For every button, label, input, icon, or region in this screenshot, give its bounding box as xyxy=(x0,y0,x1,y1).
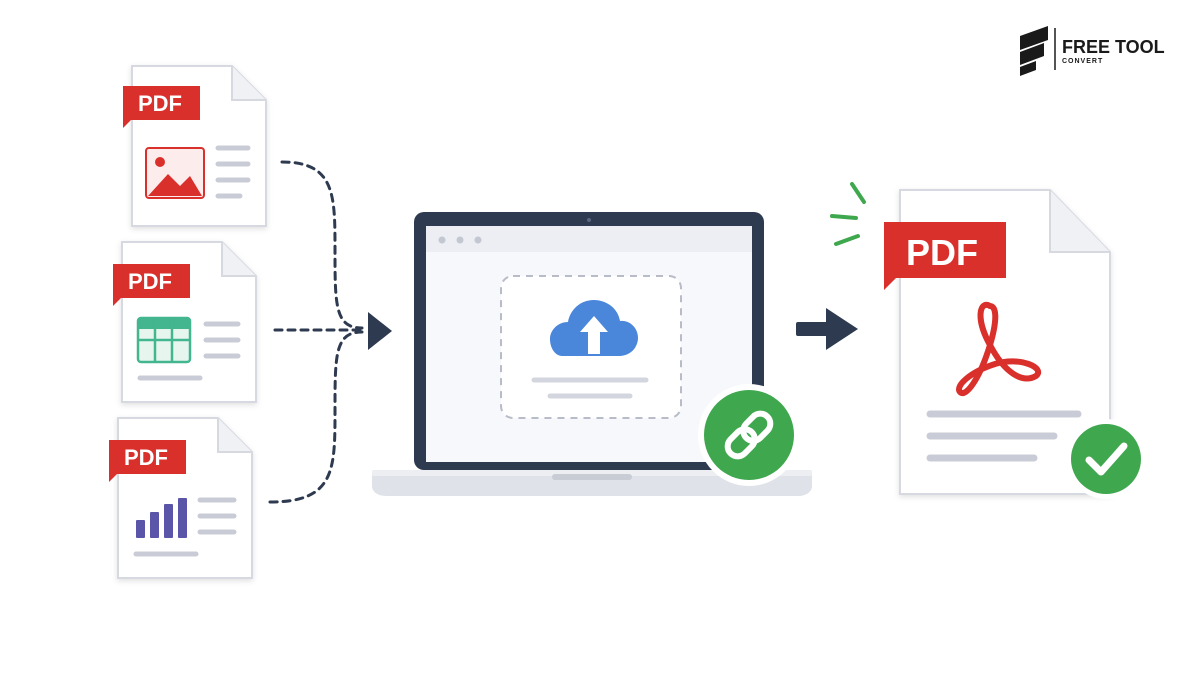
text-lines xyxy=(215,145,251,199)
pdf-badge-3: PDF xyxy=(109,440,186,482)
pdf-badge-label: PDF xyxy=(906,232,978,273)
success-badge xyxy=(1066,419,1146,499)
sparkle-lines xyxy=(830,182,866,246)
cloud-upload-icon[interactable] xyxy=(550,300,638,356)
brand-logo-icon xyxy=(1020,26,1048,76)
pdf-badge-label: PDF xyxy=(124,445,168,470)
output-arrow-icon xyxy=(796,308,858,350)
check-icon xyxy=(1085,442,1128,476)
table-icon xyxy=(136,316,192,364)
dashed-connectors xyxy=(268,160,364,504)
text-lines xyxy=(133,497,237,557)
bar-chart-icon xyxy=(136,498,187,538)
laptop xyxy=(372,212,812,496)
brand-subtitle: CONVERT xyxy=(1062,58,1103,65)
link-badge[interactable] xyxy=(698,384,800,486)
upload-text-lines xyxy=(531,377,649,399)
connector-top xyxy=(280,160,364,330)
pdf-badge-2: PDF xyxy=(113,264,190,306)
link-icon xyxy=(724,410,774,460)
laptop-camera xyxy=(587,218,591,222)
acrobat-icon xyxy=(956,301,1042,397)
pdf-badge-1: PDF xyxy=(123,86,200,128)
image-icon xyxy=(145,147,205,199)
text-lines xyxy=(926,410,1082,462)
pdf-badge-label: PDF xyxy=(128,269,172,294)
brand-logo: FREE TOOL CONVERT xyxy=(1020,26,1165,76)
input-arrow-icon xyxy=(368,312,392,350)
laptop-base-edge xyxy=(372,470,812,476)
laptop-trackpad-notch xyxy=(552,474,632,480)
window-dots xyxy=(438,236,482,244)
connector-bottom xyxy=(268,330,364,504)
brand-name: FREE TOOL xyxy=(1062,37,1165,57)
laptop-base xyxy=(372,474,812,496)
pdf-badge-output: PDF xyxy=(884,222,1006,290)
pdf-badge-label: PDF xyxy=(138,91,182,116)
text-lines xyxy=(137,321,241,381)
